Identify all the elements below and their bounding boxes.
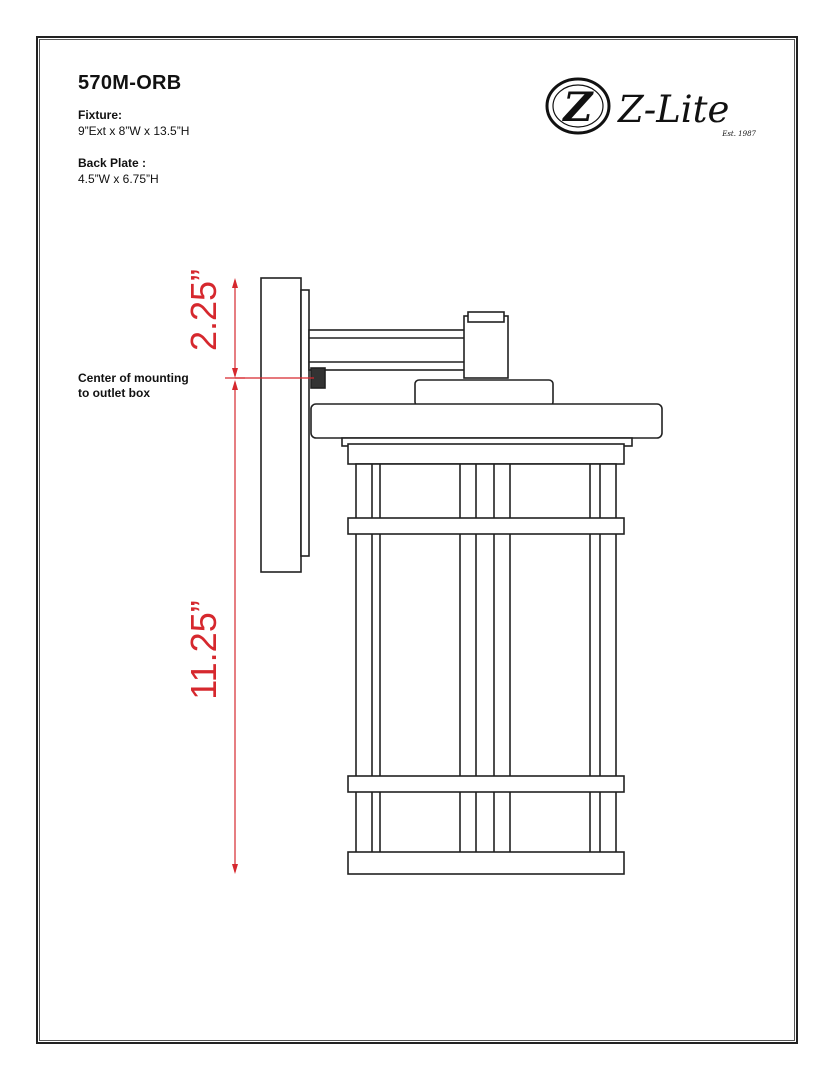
dimension-label-upper: 2.25” <box>183 269 224 351</box>
roof <box>310 403 663 439</box>
arm-knuckle-cap <box>467 311 505 323</box>
logo-ring <box>545 77 611 135</box>
logo-wordmark: Z-Lite <box>617 88 729 131</box>
dimension-arrow-lower-bottom <box>232 864 238 874</box>
sheet-inner-border <box>39 39 795 1041</box>
fixture-label: Fixture: <box>78 108 123 122</box>
logo-ring-inner <box>552 84 604 128</box>
back-plate-edge <box>300 289 310 557</box>
lantern-upper-crossband <box>347 517 625 535</box>
back-plate <box>260 277 302 573</box>
model-number: 570M-ORB <box>78 72 182 94</box>
callout-line-1: Center of mounting <box>78 371 189 385</box>
dimension-label-lower: 11.25” <box>183 600 224 699</box>
top-cap <box>414 379 554 407</box>
lantern-top-band <box>347 443 625 465</box>
lantern-lower-crossband <box>347 775 625 793</box>
callout-line-2: to outlet box <box>78 386 150 400</box>
logo-monogram: Z <box>561 84 594 131</box>
dimension-arrow-lower-top <box>232 380 238 390</box>
z-lite-logo: Z Z-Lite Est. 1987 <box>545 77 757 138</box>
logo-established: Est. 1987 <box>721 130 756 138</box>
dimension-arrow-upper-top <box>232 278 238 288</box>
lantern-base <box>347 851 625 875</box>
back-plate-dimensions: 4.5”W x 6.75”H <box>78 172 159 186</box>
dimension-arrow-upper-bottom <box>232 368 238 378</box>
arm <box>308 329 470 371</box>
sheet-border <box>36 36 798 1044</box>
back-plate-label: Back Plate : <box>78 156 147 170</box>
mounting-center-callout: Center of mounting to outlet box <box>78 371 189 401</box>
fixture-dimensions: 9”Ext x 8”W x 13.5”H <box>78 124 190 138</box>
arm-knuckle <box>463 315 509 379</box>
